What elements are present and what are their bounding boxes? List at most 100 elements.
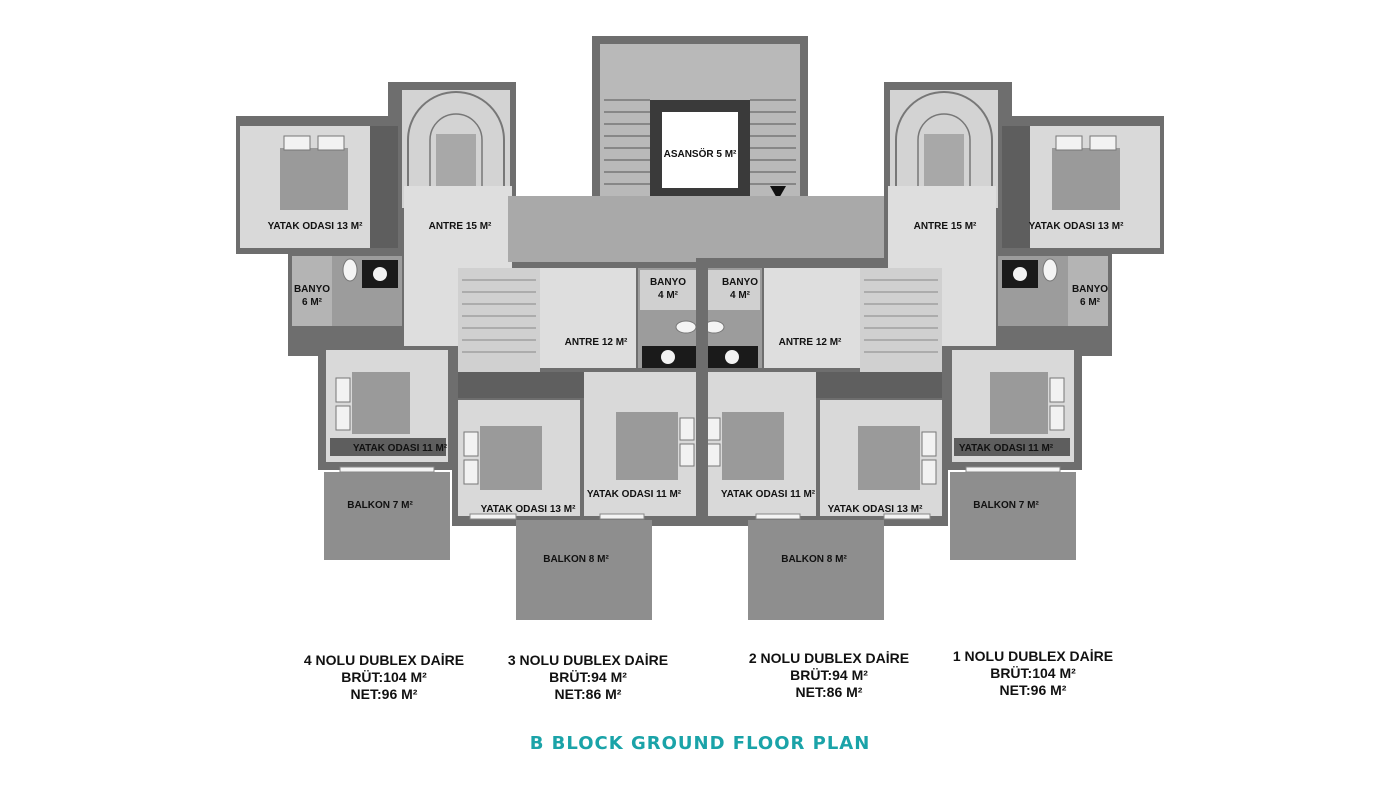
label-yatak-11-mid-left: YATAK ODASI 11 M²: [587, 489, 682, 500]
wardrobe: [1002, 126, 1030, 248]
spiral-stair-inner: [917, 113, 971, 200]
bed: [1052, 148, 1120, 210]
plan-left-half: [236, 82, 704, 620]
balcony: [950, 472, 1076, 560]
party-wall: [700, 258, 708, 520]
sink: [373, 267, 387, 281]
label-banyo-4-left-area: 4 M²: [658, 290, 679, 301]
pillow: [335, 377, 351, 403]
wardrobe: [370, 126, 398, 248]
pillow: [1055, 135, 1083, 151]
pillow: [1049, 377, 1065, 403]
stair-area: [860, 268, 942, 372]
label-asansor: ASANSÖR 5 M²: [664, 147, 737, 160]
elevator-cabin: [662, 112, 738, 188]
label-balkon-8-left: BALKON 8 M²: [543, 554, 609, 565]
room-labels: ASANSÖR 5 M² YATAK ODASI 13 M² YATAK ODA…: [268, 147, 1124, 565]
apartment-net-area: NET:96 M²: [999, 682, 1067, 698]
window: [965, 466, 1061, 473]
room-floor: [702, 270, 760, 310]
wardrobe: [330, 438, 446, 456]
label-yatak-13-mid-right: YATAK ODASI 13 M²: [828, 504, 923, 515]
apartment-name: 4 NOLU DUBLEX DAİRE: [303, 652, 465, 668]
spiral-stair-outline: [895, 91, 993, 200]
label-antre-12-left: ANTRE 12 M²: [565, 337, 628, 348]
sink: [1013, 267, 1027, 281]
apartment-name: 2 NOLU DUBLEX DAİRE: [748, 650, 910, 666]
bed: [990, 372, 1048, 434]
bed: [616, 412, 678, 480]
room-floor: [764, 268, 860, 368]
apartment-net-area: NET:86 M²: [554, 686, 622, 702]
apartment-1-info: 1 NOLU DUBLEX DAİRE BRÜT:104 M² NET:96 M…: [913, 648, 1153, 699]
pillow: [921, 459, 937, 485]
pillow: [1049, 405, 1065, 431]
apartment-gross-area: BRÜT:94 M²: [790, 667, 868, 683]
label-banyo-4-right: BANYO: [722, 277, 758, 288]
window: [339, 466, 435, 473]
bed: [352, 372, 410, 434]
pillow: [1089, 135, 1117, 151]
bed: [858, 426, 920, 490]
pillow: [679, 417, 695, 441]
label-banyo-6-right: BANYO: [1072, 284, 1108, 295]
plan-title: B BLOCK GROUND FLOOR PLAN: [529, 733, 871, 754]
spiral-stair-outline: [407, 91, 505, 200]
pillow: [335, 405, 351, 431]
pillow: [283, 135, 311, 151]
balcony: [324, 472, 450, 560]
apartment-gross-area: BRÜT:104 M²: [990, 665, 1076, 681]
pillow: [463, 459, 479, 485]
pillow: [921, 431, 937, 457]
apartment-net-area: NET:96 M²: [350, 686, 418, 702]
toilet: [1042, 258, 1058, 282]
corridor: [508, 196, 892, 262]
toilet: [675, 320, 697, 334]
label-yatak-11-far-left: YATAK ODASI 11 M²: [353, 443, 448, 454]
room-floor: [292, 256, 332, 326]
label-yatak-11-mid-right: YATAK ODASI 11 M²: [721, 489, 816, 500]
stair-steps: [864, 279, 938, 353]
pillow: [679, 443, 695, 467]
label-banyo-4-right-area: 4 M²: [730, 290, 751, 301]
apartment-name: 1 NOLU DUBLEX DAİRE: [952, 648, 1114, 664]
apartment-net-area: NET:86 M²: [795, 684, 863, 700]
apartment-name: 3 NOLU DUBLEX DAİRE: [507, 652, 669, 668]
label-banyo-4-left: BANYO: [650, 277, 686, 288]
stair-arrow-icon: [770, 186, 786, 200]
plan-right-half: [696, 82, 1164, 620]
stair-area: [458, 268, 540, 372]
label-balkon-8-right: BALKON 8 M²: [781, 554, 847, 565]
bed: [280, 148, 348, 210]
window: [883, 513, 931, 520]
pillow: [705, 417, 721, 441]
window: [755, 513, 801, 520]
sink: [725, 350, 739, 364]
label-yatak-13-mid-left: YATAK ODASI 13 M²: [481, 504, 576, 515]
label-yatak-11-far-right: YATAK ODASI 11 M²: [959, 443, 1054, 454]
label-antre-15-right: ANTRE 15 M²: [914, 221, 977, 232]
label-banyo-6-left-area: 6 M²: [302, 297, 323, 308]
spiral-stair-inner: [429, 113, 483, 200]
label-balkon-7-right: BALKON 7 M²: [973, 500, 1039, 511]
balcony: [748, 520, 884, 620]
stair-steps: [604, 99, 796, 185]
apartment-gross-area: BRÜT:94 M²: [549, 669, 627, 685]
sink: [661, 350, 675, 364]
label-banyo-6-left: BANYO: [294, 284, 330, 295]
balcony: [516, 520, 652, 620]
wardrobe: [954, 438, 1070, 456]
pillow: [463, 431, 479, 457]
toilet: [342, 258, 358, 282]
room-floor: [540, 268, 636, 368]
apartment-2-info: 2 NOLU DUBLEX DAİRE BRÜT:94 M² NET:86 M²: [709, 650, 949, 701]
label-antre-12-right: ANTRE 12 M²: [779, 337, 842, 348]
bed: [480, 426, 542, 490]
bed: [722, 412, 784, 480]
room-floor: [640, 270, 698, 310]
apartment-gross-area: BRÜT:104 M²: [341, 669, 427, 685]
label-yatak-13-right: YATAK ODASI 13 M²: [1029, 221, 1124, 232]
apartment-4-info: 4 NOLU DUBLEX DAİRE BRÜT:104 M² NET:96 M…: [264, 652, 504, 703]
pillow: [317, 135, 345, 151]
